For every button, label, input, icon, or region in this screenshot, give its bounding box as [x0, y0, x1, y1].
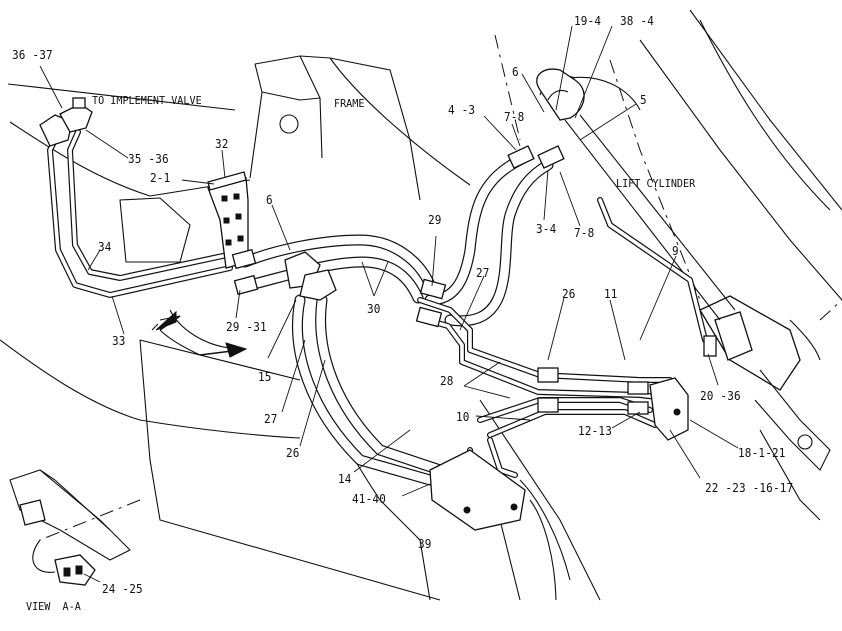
callout-18-1-21: 18-1-21 — [738, 445, 786, 460]
callout-5: 5 — [640, 92, 647, 107]
callout-38-4: 38 -4 — [620, 13, 655, 28]
callout-35-36: 35 -36 — [128, 151, 169, 166]
implement-tubes — [39, 97, 235, 298]
callout-7-8-lower: 7-8 — [574, 225, 595, 240]
leader-lines — [39, 25, 739, 583]
callout-29-31: 29 -31 — [226, 319, 267, 334]
callout-26-upper: 26 — [562, 286, 576, 301]
callout-26-lower: 26 — [286, 445, 300, 460]
callout-28: 28 — [440, 373, 454, 388]
to-implement-valve-note: TO IMPLEMENT VALVE — [92, 94, 202, 107]
callout-11: 11 — [604, 286, 618, 301]
callout-22-23-16-17: 22 -23 -16-17 — [705, 480, 794, 495]
callout-27-lower: 27 — [264, 411, 278, 426]
callout-34: 34 — [98, 239, 112, 254]
callout-4-3: 4 -3 — [448, 102, 476, 117]
callout-10: 10 — [456, 409, 470, 424]
mounting-bracket — [207, 171, 249, 269]
callout-32: 32 — [215, 136, 229, 151]
lift-cylinder-note: LIFT CYLINDER — [616, 177, 696, 190]
callout-15: 15 — [258, 369, 272, 384]
callout-14: 14 — [338, 471, 352, 486]
callout-3-4: 3-4 — [536, 221, 557, 236]
callout-7-8-upper: 7-8 — [504, 109, 525, 124]
callout-41-40: 41-40 — [352, 491, 387, 506]
view-a-a-inset — [9, 469, 131, 586]
callout-30: 30 — [367, 301, 381, 316]
callout-6-frame: 6 — [266, 192, 273, 207]
callout-27-upper: 27 — [476, 265, 490, 280]
callout-9: 9 — [672, 243, 679, 258]
callout-12-13: 12-13 — [578, 423, 613, 438]
section-arrows — [155, 310, 248, 358]
callout-36-37: 36 -37 — [12, 47, 53, 62]
callout-2-1: 2-1 — [150, 170, 171, 185]
lift-cylinder — [536, 68, 831, 471]
callout-29: 29 — [428, 212, 442, 227]
callout-39: 39 — [418, 536, 432, 551]
hoses — [239, 154, 554, 486]
callout-24-25: 24 -25 — [102, 581, 143, 596]
callout-33: 33 — [112, 333, 126, 348]
callout-19-4: 19-4 — [574, 13, 602, 28]
frame-note: FRAME — [334, 97, 365, 110]
view-a-a-note: VIEW A-A — [26, 600, 81, 613]
callout-20-36: 20 -36 — [700, 388, 741, 403]
fittings — [231, 145, 717, 531]
callout-6-cylinder: 6 — [512, 64, 519, 79]
